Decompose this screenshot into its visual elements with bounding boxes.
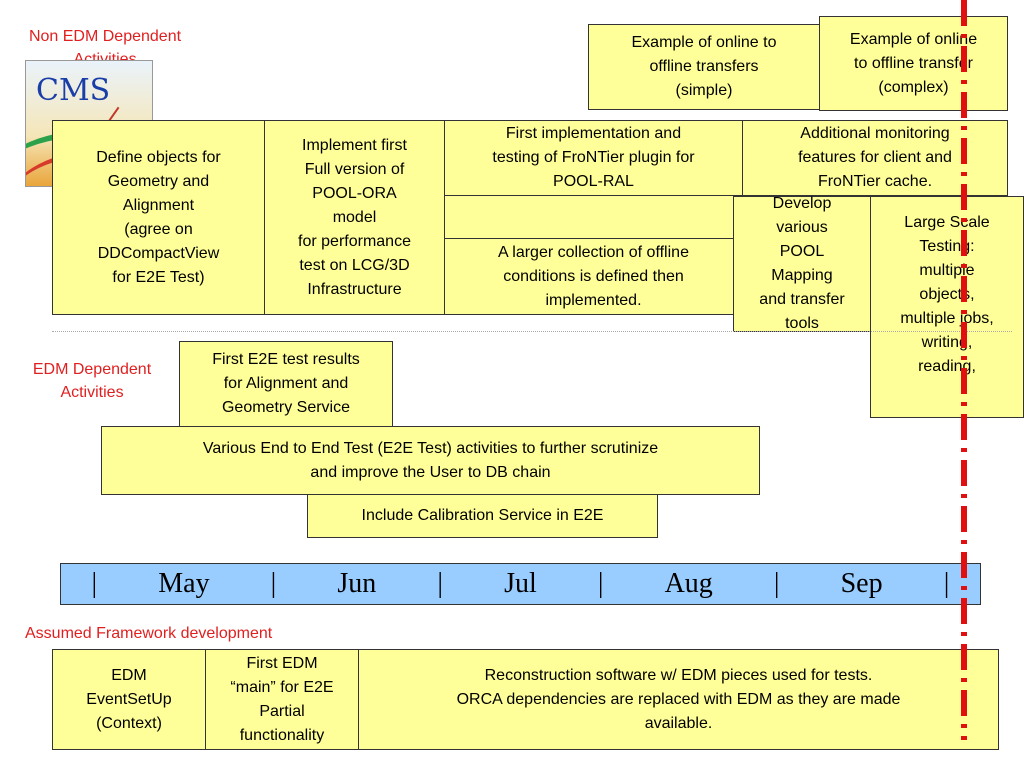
first-edm-box: First EDM “main” for E2E Partial functio… xyxy=(205,649,359,750)
deadline-dashed-line xyxy=(961,0,967,740)
frontier-plugin-box: First implementation and testing of FroN… xyxy=(444,120,743,196)
month-aug: Aug xyxy=(664,568,713,599)
month-timeline: | May | Jun | Jul | Aug | Sep | xyxy=(60,563,981,605)
month-sep: Sep xyxy=(840,568,883,599)
month-jul: Jul xyxy=(504,568,537,599)
timeline-separator: | xyxy=(597,568,604,599)
reconstruction-box: Reconstruction software w/ EDM pieces us… xyxy=(358,649,999,750)
section-divider xyxy=(52,331,1012,332)
timeline-separator: | xyxy=(943,568,950,599)
month-may: May xyxy=(158,568,210,599)
online-simple-box: Example of online to offline transfers (… xyxy=(588,24,820,110)
cms-logo-text: CMS xyxy=(36,73,111,108)
monitoring-box: Additional monitoring features for clien… xyxy=(742,120,1008,196)
define-objects-box: Define objects for Geometry and Alignmen… xyxy=(52,120,265,315)
implement-pool-box: Implement first Full version of POOL-ORA… xyxy=(264,120,445,315)
framework-label: Assumed Framework development xyxy=(25,625,273,642)
month-jun: Jun xyxy=(337,568,377,599)
e2e-activities-box: Various End to End Test (E2E Test) activ… xyxy=(101,426,760,495)
timeline-separator: | xyxy=(773,568,780,599)
edm-eventsetup-box: EDM EventSetUp (Context) xyxy=(52,649,206,750)
calibration-box: Include Calibration Service in E2E xyxy=(307,494,658,538)
large-scale-box: Large Scale Testing: multiple objects, m… xyxy=(870,196,1024,418)
e2e-results-box: First E2E test results for Alignment and… xyxy=(179,341,393,427)
empty-box xyxy=(444,195,743,239)
timeline-separator: | xyxy=(270,568,277,599)
pool-mapping-box: Develop various POOL Mapping and transfe… xyxy=(733,195,871,332)
offline-collection-box: A larger collection of offline condition… xyxy=(444,238,743,315)
timeline-separator: | xyxy=(91,568,98,599)
online-complex-box: Example of online to offline transfer (c… xyxy=(819,16,1008,111)
timeline-separator: | xyxy=(437,568,443,599)
edm-label: EDM Dependent Activities xyxy=(32,361,152,402)
